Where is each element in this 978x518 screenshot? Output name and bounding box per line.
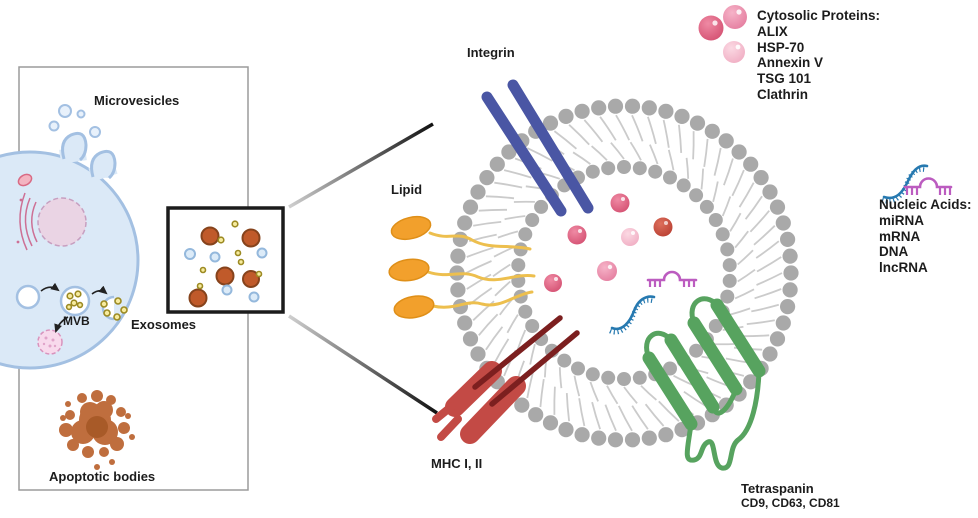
tetraspanin-protein — [642, 296, 766, 471]
nucleic-legend-icons — [881, 164, 953, 204]
cytosolic-legend-title: Cytosolic Proteins: — [757, 8, 881, 23]
biogenesis-panel — [0, 66, 249, 491]
integrin-protein — [481, 79, 594, 217]
mvb-label: MVB — [63, 314, 90, 328]
integrin-label: Integrin — [467, 45, 515, 60]
legend-item: ALIX — [757, 23, 788, 39]
legend-item: mRNA — [879, 228, 921, 244]
lipid-molecules — [388, 215, 536, 319]
mirna-icon — [609, 295, 656, 335]
zoom-connector-bottom — [288, 314, 438, 415]
zoom-connector-top — [288, 122, 434, 209]
lipid-label: Lipid — [391, 182, 423, 197]
lipid-bilayer-membrane — [449, 98, 799, 448]
apoptotic-bodies-label: Apoptotic bodies — [49, 469, 156, 484]
inset-exosomes-yellow — [196, 220, 263, 290]
cytosolic-legend-spheres — [698, 5, 747, 63]
inset-border — [166, 206, 285, 314]
legend-item: Clathrin — [757, 86, 809, 102]
legend-item: HSP-70 — [757, 39, 805, 55]
legend-item: DNA — [879, 244, 909, 260]
released-exosomes — [100, 297, 128, 321]
exosome-inset-box — [166, 206, 285, 314]
nucleic-acids-legend: Nucleic Acids: miRNA mRNA DNA lncRNA — [879, 197, 972, 276]
mitochondrion — [17, 173, 33, 187]
membrane-bud — [90, 149, 117, 180]
early-endosome — [15, 284, 41, 310]
mhc-protein — [432, 315, 580, 444]
mrna-icon — [646, 270, 698, 287]
legend-item: lncRNA — [879, 260, 928, 276]
legend-item: miRNA — [879, 212, 925, 228]
lysosome-speckles — [42, 336, 57, 348]
inset-exosomes-brown — [188, 226, 261, 308]
legend-item: TSG 101 — [757, 71, 812, 87]
tetraspanin-sub-label: CD9, CD63, CD81 — [741, 496, 840, 510]
exosomes-label: Exosomes — [131, 317, 197, 332]
legend-item: Annexin V — [757, 55, 824, 71]
mvb-intraluminal-vesicles — [65, 290, 84, 311]
microvesicles — [48, 104, 101, 138]
apoptotic-bodies — [59, 390, 135, 470]
nucleus — [37, 197, 87, 247]
cytosolic-proteins-legend: Cytosolic Proteins: ALIX HSP-70 Annexin … — [757, 8, 880, 103]
cytosolic-protein-spheres — [544, 193, 673, 292]
pathway-arrows — [40, 282, 108, 333]
inset-vesicles-blue — [184, 247, 268, 303]
microvesicles-label: Microvesicles — [94, 93, 180, 108]
nucleic-legend-title: Nucleic Acids: — [879, 197, 972, 212]
tetraspanin-label: Tetraspanin — [741, 481, 814, 496]
membrane-bud — [61, 131, 88, 162]
lysosome — [37, 329, 63, 355]
golgi-apparatus — [16, 192, 38, 251]
mhc-label: MHC I, II — [431, 456, 483, 471]
